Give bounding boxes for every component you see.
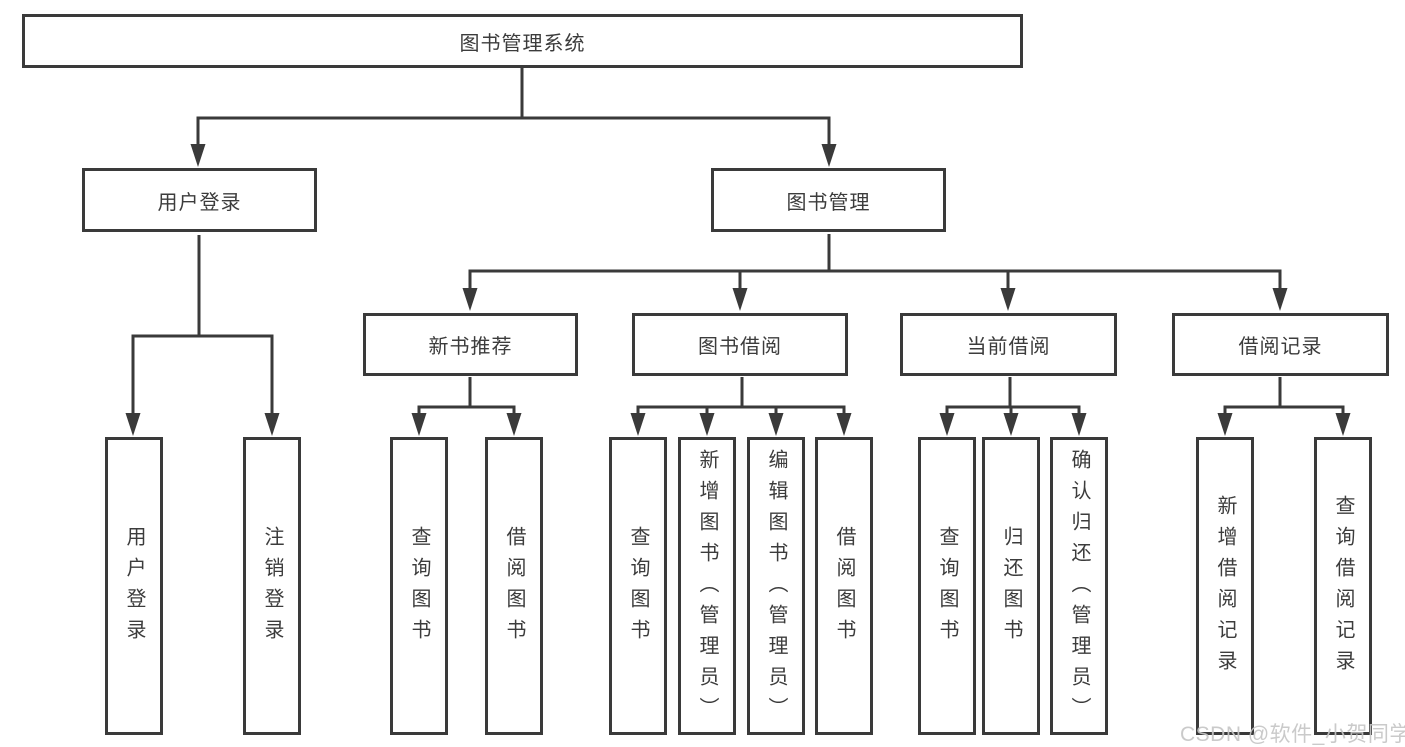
arrowhead-leaf-confirm-return (1071, 413, 1087, 436)
arrowhead-leaf-query-books-b (630, 413, 646, 436)
node-user-login: 用户登录 (82, 168, 317, 232)
node-borrowing-records: 借阅记录 (1172, 313, 1389, 376)
arrowhead-leaf-query-books-a (411, 413, 427, 436)
arrowhead-book-borrowing (732, 288, 748, 311)
leaf-add-books-admin: 新增图书（管理员） (678, 437, 736, 735)
arrowhead-leaf-user-login (125, 413, 141, 436)
arrowhead-leaf-add-record (1217, 413, 1233, 436)
node-current-borrowing: 当前借阅 (900, 313, 1117, 376)
leaf-query-books-a: 查询图书 (390, 437, 448, 735)
arrowhead-leaf-query-books-c (939, 413, 955, 436)
arrowhead-leaf-return-books (1003, 413, 1019, 436)
arrowhead-leaf-borrow-books-b (836, 413, 852, 436)
node-root: 图书管理系统 (22, 14, 1023, 68)
arrowhead-leaf-edit-books (768, 413, 784, 436)
arrowhead-current-borrowing (1000, 288, 1016, 311)
leaf-query-books-b: 查询图书 (609, 437, 667, 735)
leaf-add-borrow-record: 新增借阅记录 (1196, 437, 1254, 735)
leaf-confirm-return-admin: 确认归还（管理员） (1050, 437, 1108, 735)
node-new-book-recommend: 新书推荐 (363, 313, 578, 376)
arrowhead-book-management (821, 144, 837, 167)
leaf-query-books-c: 查询图书 (918, 437, 976, 735)
arrowhead-user-login (190, 144, 206, 167)
node-book-borrowing: 图书借阅 (632, 313, 848, 376)
leaf-query-borrow-record: 查询借阅记录 (1314, 437, 1372, 735)
arrowhead-new-book-recommend (462, 288, 478, 311)
leaf-return-books: 归还图书 (982, 437, 1040, 735)
arrowhead-borrowing-records (1272, 288, 1288, 311)
leaf-edit-books-admin: 编辑图书（管理员） (747, 437, 805, 735)
leaf-borrow-books-b: 借阅图书 (815, 437, 873, 735)
node-book-management: 图书管理 (711, 168, 946, 232)
leaf-user-login: 用户登录 (105, 437, 163, 735)
leaf-logout: 注销登录 (243, 437, 301, 735)
arrowhead-leaf-logout (264, 413, 280, 436)
csdn-watermark: CSDN @软件_小贺同学 (1180, 723, 1405, 746)
arrowhead-leaf-query-record (1335, 413, 1351, 436)
arrowhead-leaf-add-books (699, 413, 715, 436)
arrowhead-leaf-borrow-books-a (506, 413, 522, 436)
leaf-borrow-books-a: 借阅图书 (485, 437, 543, 735)
